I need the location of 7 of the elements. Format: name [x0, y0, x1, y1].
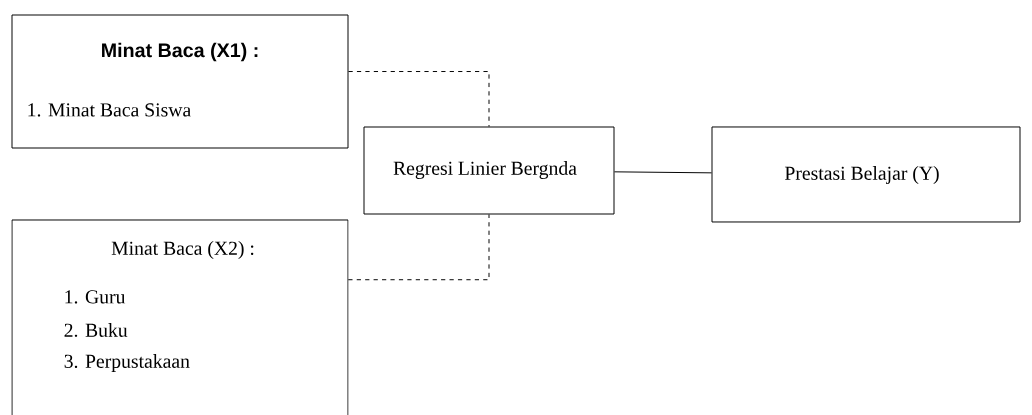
variable-box: Minat Baca (X1) : 1. Minat Baca Siswa: [11, 14, 349, 149]
connector: [348, 71, 490, 127]
connector: [347, 214, 490, 281]
connector: [614, 171, 712, 174]
process-box: Regresi Linier Bergnda: [363, 126, 615, 215]
variable-box: Minat Baca (X2) : 1. Guru 2. Buku 3. Perpustakaan: [11, 219, 349, 415]
result-box: Prestasi Belajar (Y): [711, 126, 1021, 223]
